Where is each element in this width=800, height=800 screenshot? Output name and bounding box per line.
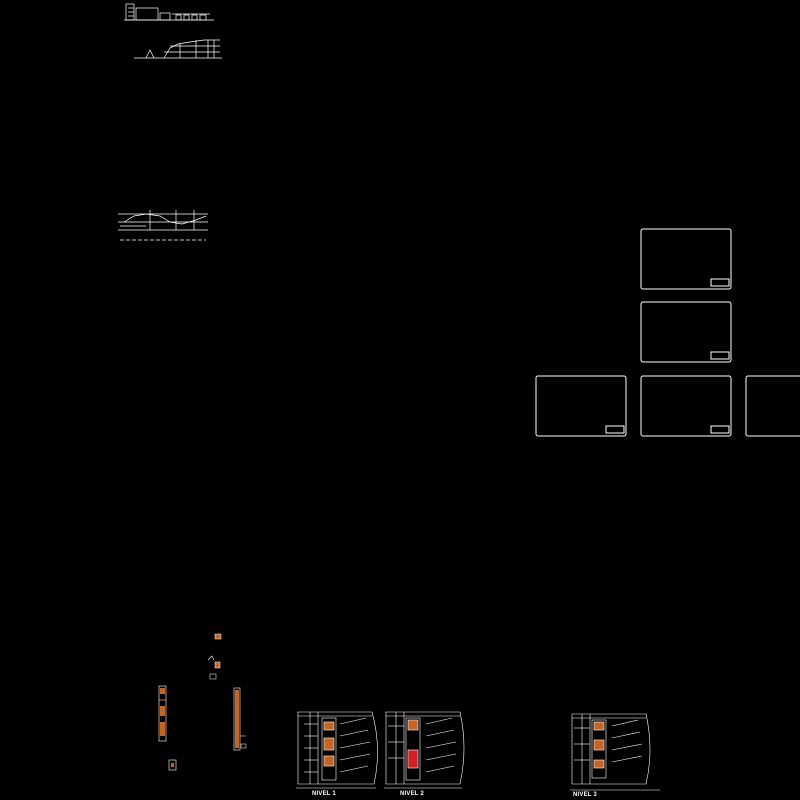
sheet-frame[interactable] [745,375,800,437]
title-block [710,425,730,434]
title-block [710,351,730,360]
sheet-frame[interactable] [640,228,732,290]
title-block [710,278,730,287]
sheet-frame[interactable] [535,375,627,437]
section-drawing-2 [118,210,208,241]
floor-plan-nivel-3[interactable] [570,713,660,791]
sheet-frame[interactable] [640,375,732,437]
section-drawing-1 [134,39,222,59]
floor-plan-label-nivel-3: NIVEL 3 [573,792,597,798]
floor-plan-label-nivel-2: NIVEL 2 [400,791,424,797]
stair-detail-column [158,685,177,771]
floor-plan-nivel-2[interactable] [384,711,465,789]
elevation-drawing-1 [124,3,214,21]
title-block [605,425,625,434]
sheet-frame[interactable] [640,301,732,363]
detail-fragments [207,633,222,680]
floor-plan-nivel-1[interactable] [296,711,378,789]
floor-plan-label-nivel-1: NIVEL 1 [312,791,336,797]
wall-detail-column [233,687,247,751]
